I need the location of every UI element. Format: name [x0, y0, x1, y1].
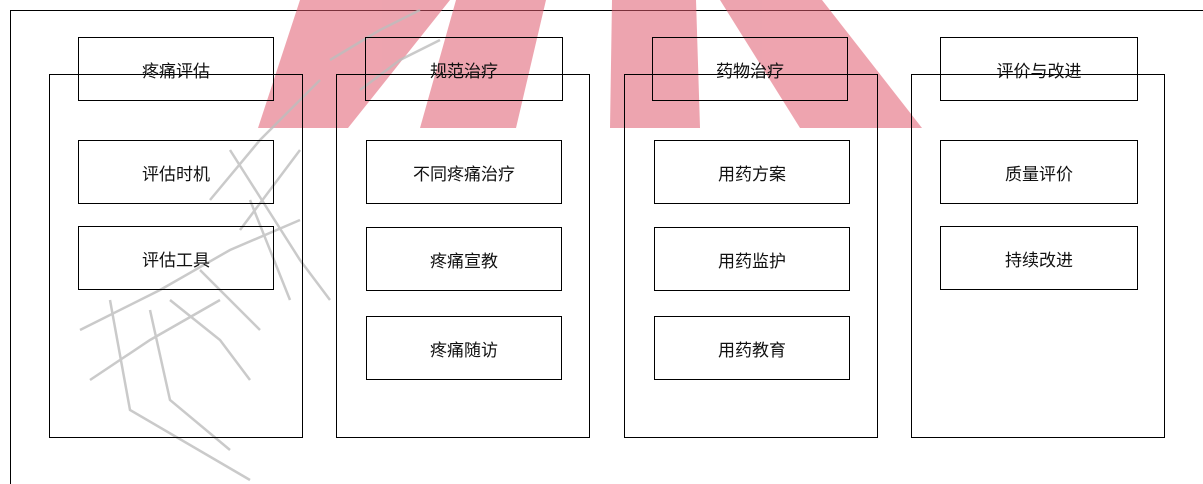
item-quality-evaluation: 质量评价 [940, 140, 1138, 204]
item-pain-follow-up: 疼痛随访 [366, 316, 562, 380]
item-continuous-improvement: 持续改进 [940, 226, 1138, 290]
diagram-frame [10, 10, 1203, 484]
item-medication-monitoring: 用药监护 [654, 227, 850, 291]
item-assessment-timing: 评估时机 [78, 140, 274, 204]
column-evaluation-improvement [911, 74, 1165, 438]
column-pain-assessment [49, 74, 303, 438]
item-medication-education: 用药教育 [654, 316, 850, 380]
column-standard-treatment [336, 74, 590, 438]
column-title-pain-assessment: 疼痛评估 [78, 37, 274, 101]
column-title-evaluation-improvement: 评价与改进 [940, 37, 1138, 101]
item-different-pain-treatment: 不同疼痛治疗 [366, 140, 562, 204]
column-title-standard-treatment: 规范治疗 [365, 37, 563, 101]
item-pain-education: 疼痛宣教 [366, 227, 562, 291]
column-title-drug-therapy: 药物治疗 [652, 37, 848, 101]
column-drug-therapy [624, 74, 878, 438]
item-assessment-tools: 评估工具 [78, 226, 274, 290]
item-medication-plan: 用药方案 [654, 140, 850, 204]
